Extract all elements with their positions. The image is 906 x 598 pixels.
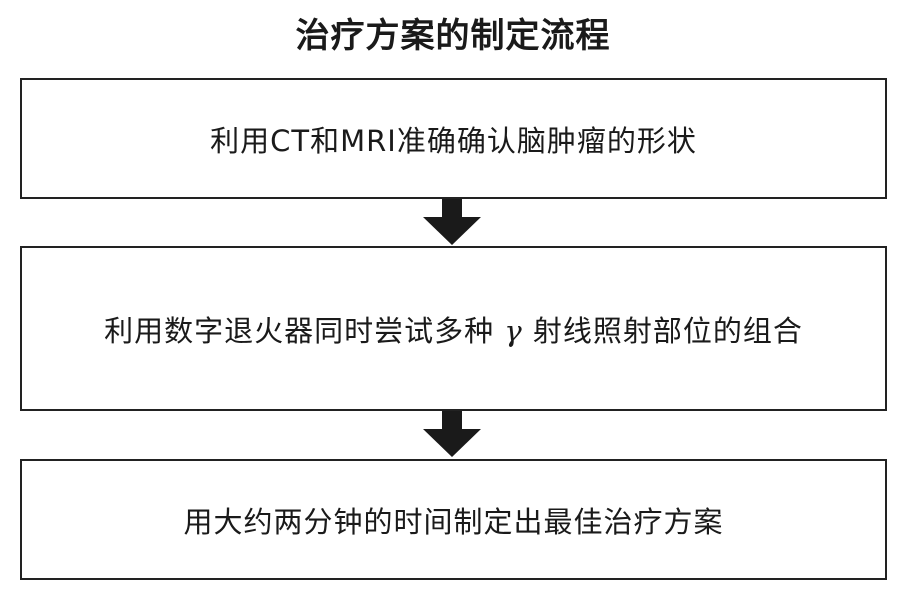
gamma-symbol: γ [504, 313, 523, 348]
step-box-2: 利用数字退火器同时尝试多种 γ 射线照射部位的组合 [20, 246, 887, 411]
step-text-2-part2: 射线照射部位的组合 [532, 313, 803, 348]
step-box-3: 用大约两分钟的时间制定出最佳治疗方案 [20, 459, 887, 580]
down-arrow-icon [423, 411, 481, 457]
step-text-3: 用大约两分钟的时间制定出最佳治疗方案 [183, 504, 724, 539]
step-box-1: 利用CT和MRI准确确认脑肿瘤的形状 [20, 78, 887, 199]
step-text-1: 利用CT和MRI准确确认脑肿瘤的形状 [210, 123, 697, 158]
step-text-2: 利用数字退火器同时尝试多种 γ 射线照射部位的组合 [104, 308, 803, 350]
down-arrow-icon [423, 199, 481, 245]
diagram-title: 治疗方案的制定流程 [295, 16, 611, 56]
step-text-2-part1: 利用数字退火器同时尝试多种 [104, 313, 495, 348]
